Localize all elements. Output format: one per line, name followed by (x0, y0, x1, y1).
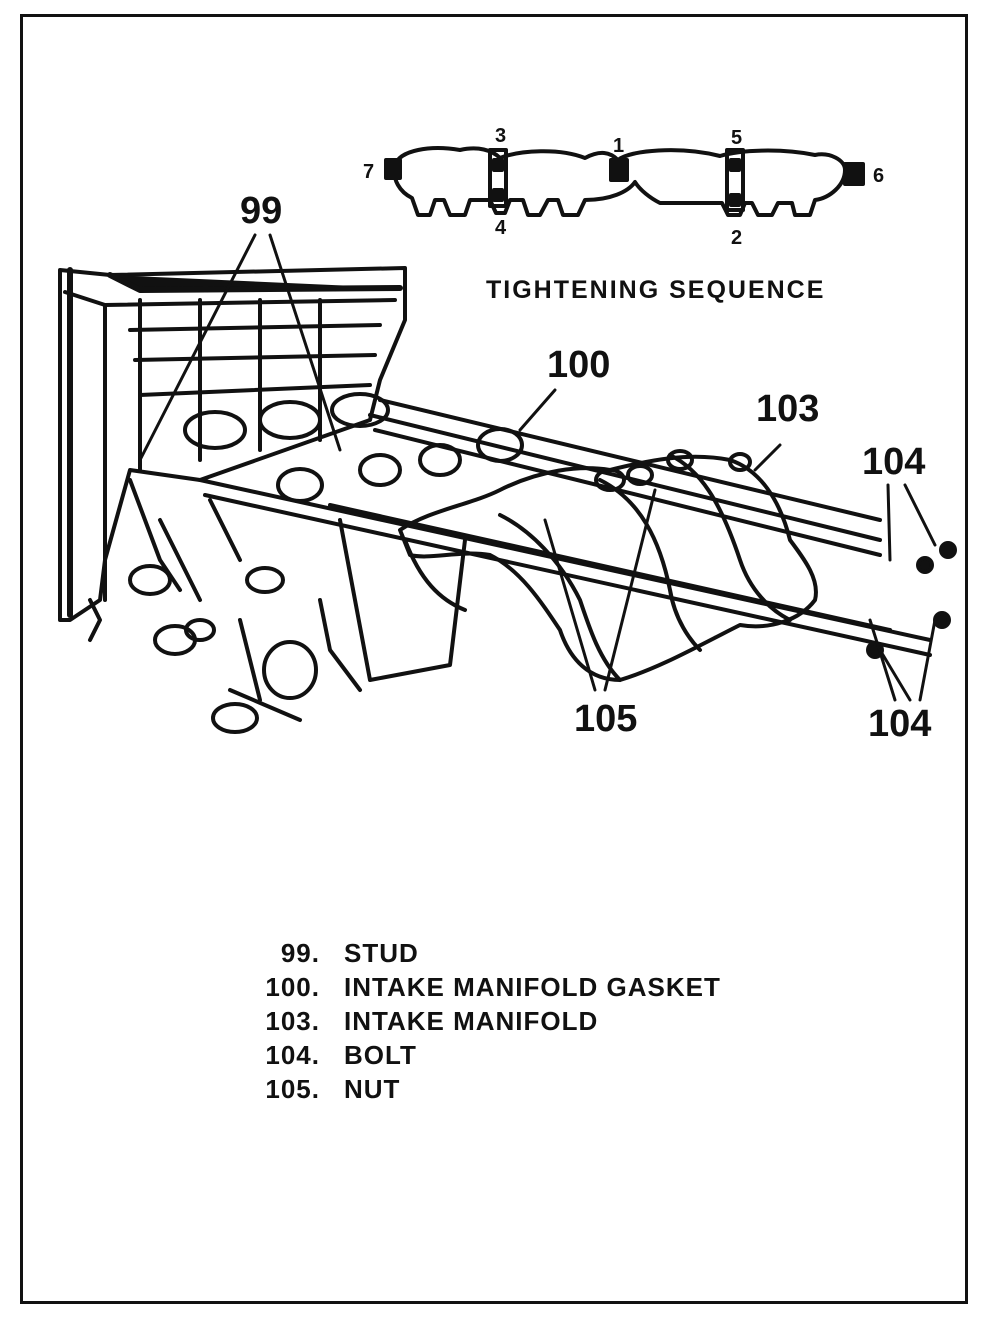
legend-number: 104. (265, 1040, 320, 1070)
figure-frame (20, 14, 968, 1304)
sequence-number-1: 1 (613, 135, 625, 157)
sequence-title: TIGHTENING SEQUENCE (486, 276, 826, 304)
sequence-number-6: 6 (873, 165, 885, 187)
sequence-number-7: 7 (363, 161, 375, 183)
legend-number: 99. (280, 938, 320, 968)
sequence-number-5: 5 (731, 127, 743, 149)
parts-legend: 99. STUD 100. INTAKE MANIFOLD GASKET 103… (250, 936, 810, 1106)
bolts (866, 541, 957, 659)
sequence-number-4: 4 (495, 217, 507, 239)
leader-lines (138, 233, 937, 702)
callout-manifold: 103 (756, 388, 820, 430)
manifold-rails (198, 398, 932, 657)
legend-item: 99. STUD (250, 936, 810, 970)
callout-bolt-lower: 104 (868, 703, 932, 745)
legend-label: INTAKE MANIFOLD GASKET (344, 972, 721, 1002)
sequence-number-2: 2 (731, 227, 743, 249)
intake-manifold (398, 449, 818, 682)
legend-item: 105. NUT (250, 1072, 810, 1106)
callout-bolt-upper: 104 (862, 441, 926, 483)
sequence-manifold-outline (384, 146, 865, 217)
legend-label: BOLT (344, 1040, 417, 1070)
callout-nut: 105 (574, 698, 638, 740)
callout-stud: 99 (240, 190, 283, 232)
sequence-number-3: 3 (495, 125, 507, 147)
legend-item: 104. BOLT (250, 1038, 810, 1072)
legend-label: INTAKE MANIFOLD (344, 1006, 599, 1036)
legend-number: 103. (265, 1006, 320, 1036)
legend-item: 103. INTAKE MANIFOLD (250, 1004, 810, 1038)
legend-number: 105. (265, 1074, 320, 1104)
legend-label: NUT (344, 1074, 401, 1104)
legend-label: STUD (344, 938, 419, 968)
legend-item: 100. INTAKE MANIFOLD GASKET (250, 970, 810, 1004)
legend-number: 100. (265, 972, 320, 1002)
callout-gasket: 100 (547, 344, 611, 386)
